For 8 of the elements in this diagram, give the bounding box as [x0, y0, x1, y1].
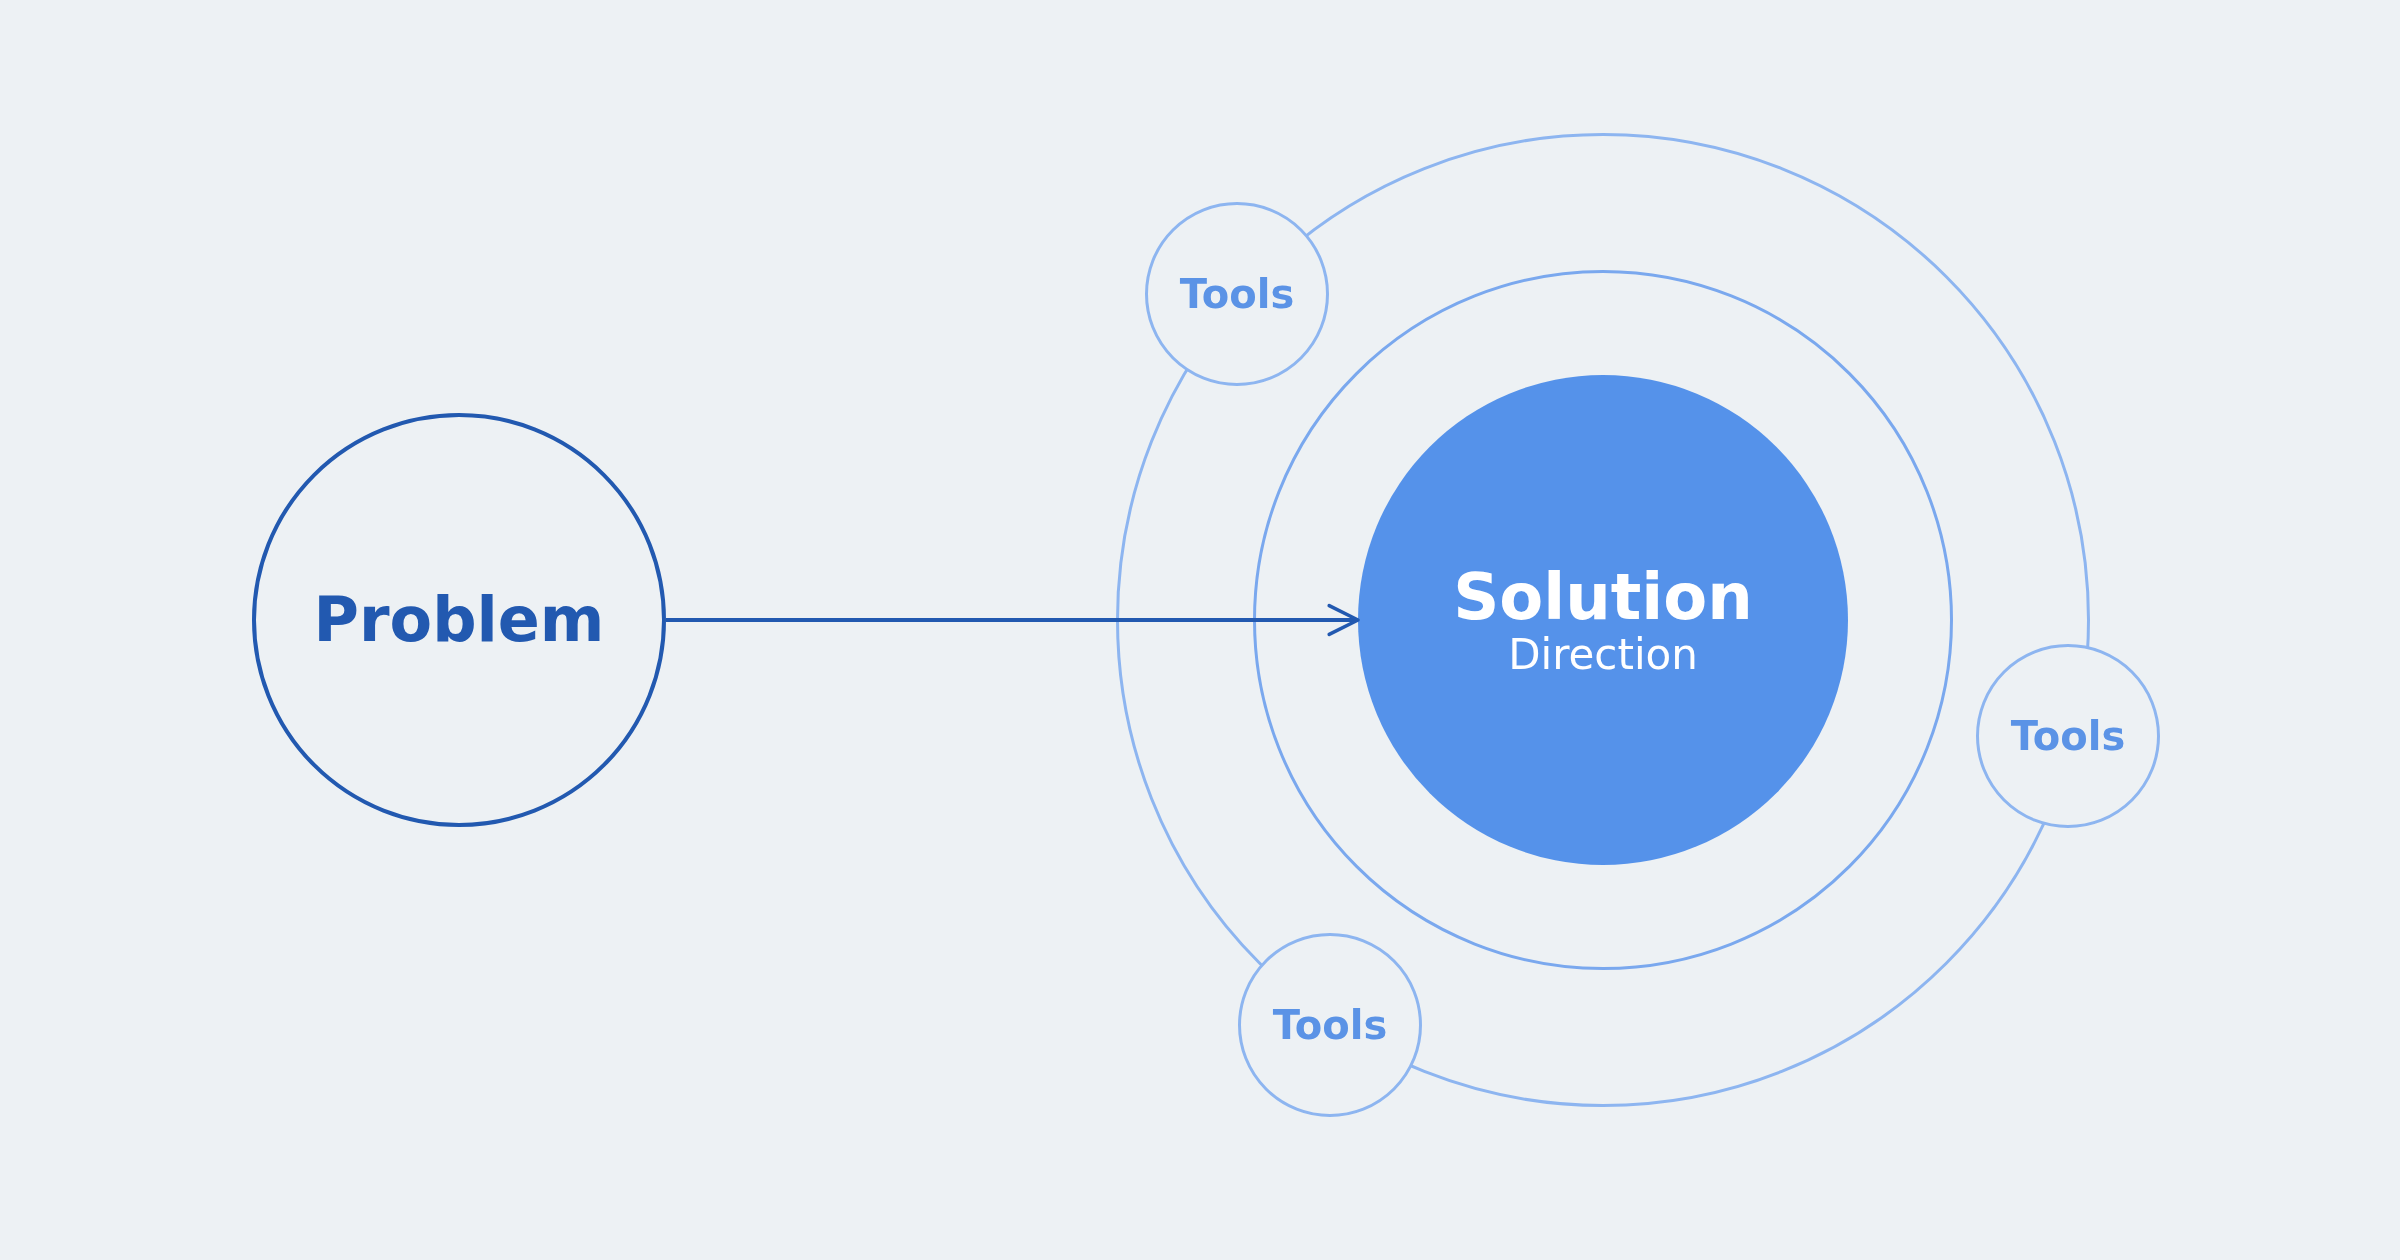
- direction-label: Direction: [1508, 632, 1698, 679]
- tools-label: Tools: [2010, 714, 2126, 758]
- arrow: [666, 603, 1360, 637]
- tools-label: Tools: [1179, 272, 1295, 316]
- problem-circle: [252, 413, 666, 827]
- tools-label: Tools: [1272, 1003, 1388, 1047]
- solution-label: Solution: [1453, 561, 1753, 633]
- problem-label: Problem: [313, 585, 605, 655]
